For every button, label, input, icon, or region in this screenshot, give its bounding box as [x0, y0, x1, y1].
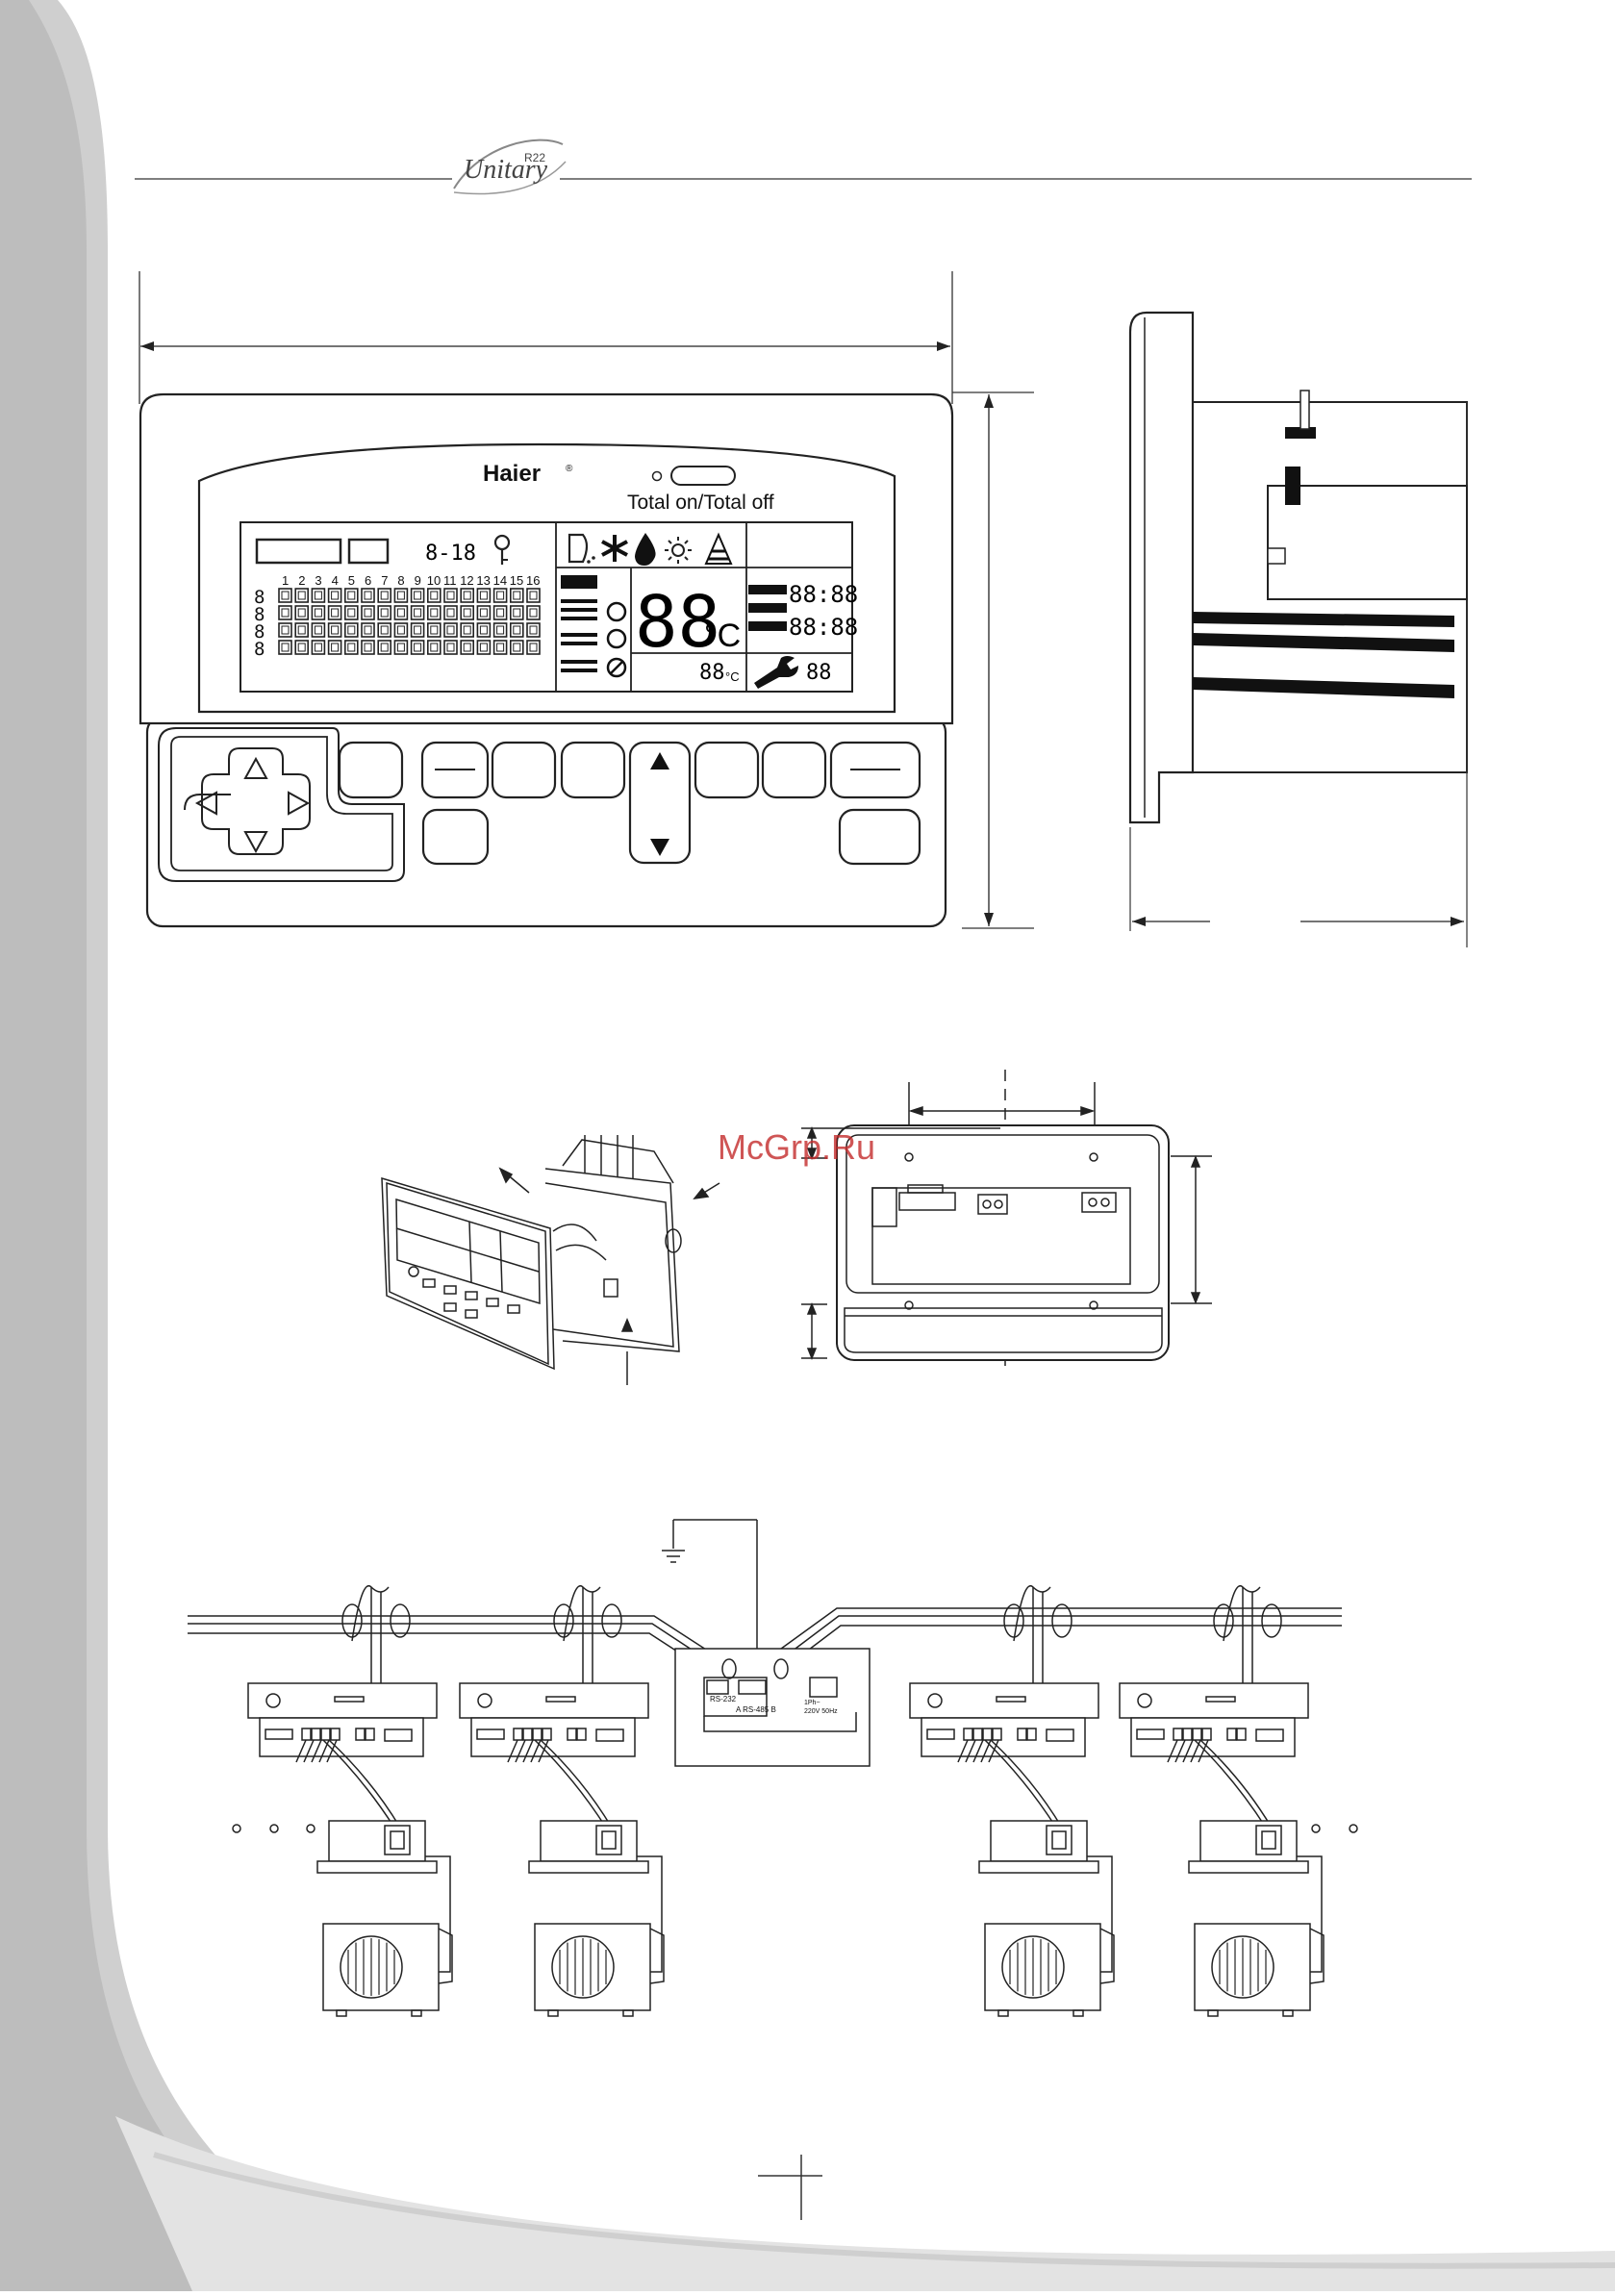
function-button-6[interactable]: [695, 743, 758, 797]
installation-perspective: [382, 1135, 719, 1385]
function-button-5[interactable]: [423, 810, 488, 864]
keypad: [159, 728, 920, 881]
controller-front-view: Haier ® Total on/Total off 8-18 12345678…: [139, 271, 1034, 928]
unit-group: [1120, 1586, 1324, 2016]
lcd-unit-number: 1: [282, 573, 289, 588]
lcd-unit-number: 5: [348, 573, 355, 588]
lcd-row-digit: 8: [254, 639, 265, 660]
lcd-unit-number: 13: [476, 573, 490, 588]
lcd-screen: 8-18 12345678910111213141516 8888: [240, 522, 858, 692]
rs232-label: RS-232: [710, 1695, 737, 1703]
function-button-9[interactable]: [840, 810, 920, 864]
rs485-label: A RS-485 B: [736, 1705, 776, 1714]
lcd-unit-number: 15: [510, 573, 523, 588]
watermark-text: McGrp.Ru: [718, 1127, 875, 1167]
unit-group: [910, 1586, 1114, 2016]
lcd-unit-number: 12: [460, 573, 473, 588]
lcd-unit-number: 10: [427, 573, 441, 588]
unit-group: [460, 1586, 664, 2016]
back-plate-diagram: [801, 1070, 1212, 1366]
lcd-unit-number: 6: [365, 573, 371, 588]
footer-mark: [758, 2155, 822, 2220]
ground-icon: [662, 1551, 685, 1562]
lcd-time-bottom: 88:88: [789, 614, 858, 641]
lcd-unit-number: 9: [415, 573, 421, 588]
lcd-small-unit: °C: [725, 669, 740, 684]
lcd-main-unit: °C: [704, 618, 741, 654]
lcd-range-text: 8-18: [425, 542, 476, 566]
lcd-unit-number: 4: [332, 573, 339, 588]
unit-group: [248, 1586, 452, 2016]
lcd-unit-number: 8: [397, 573, 404, 588]
power-label-phase: 1Ph~: [804, 1700, 820, 1706]
wiring-diagram: [188, 1520, 1342, 2016]
total-on-off-label: Total on/Total off: [627, 492, 774, 514]
lcd-unit-number: 14: [493, 573, 507, 588]
function-button-4[interactable]: [562, 743, 624, 797]
lcd-unit-number: 2: [298, 573, 305, 588]
lcd-service-code: 88: [806, 661, 832, 685]
page-header: Unitary R22: [135, 140, 1472, 194]
direction-pad[interactable]: [202, 748, 310, 854]
brand-logo: Haier: [483, 461, 541, 487]
logo-superscript: R22: [524, 151, 545, 164]
lcd-unit-number: 11: [443, 573, 457, 588]
lcd-small-temperature: 88: [699, 661, 725, 685]
lcd-unit-number: 16: [526, 573, 540, 588]
controller-side-view: [1130, 313, 1467, 947]
function-button-1[interactable]: [340, 743, 402, 797]
function-button-3[interactable]: [492, 743, 555, 797]
lcd-unit-number: 7: [381, 573, 388, 588]
lcd-time-top: 88:88: [789, 581, 858, 608]
power-label-voltage: 220V 50Hz: [804, 1708, 838, 1715]
lcd-unit-number: 3: [315, 573, 321, 588]
brand-registered-mark: ®: [566, 464, 573, 474]
function-button-7[interactable]: [763, 743, 825, 797]
